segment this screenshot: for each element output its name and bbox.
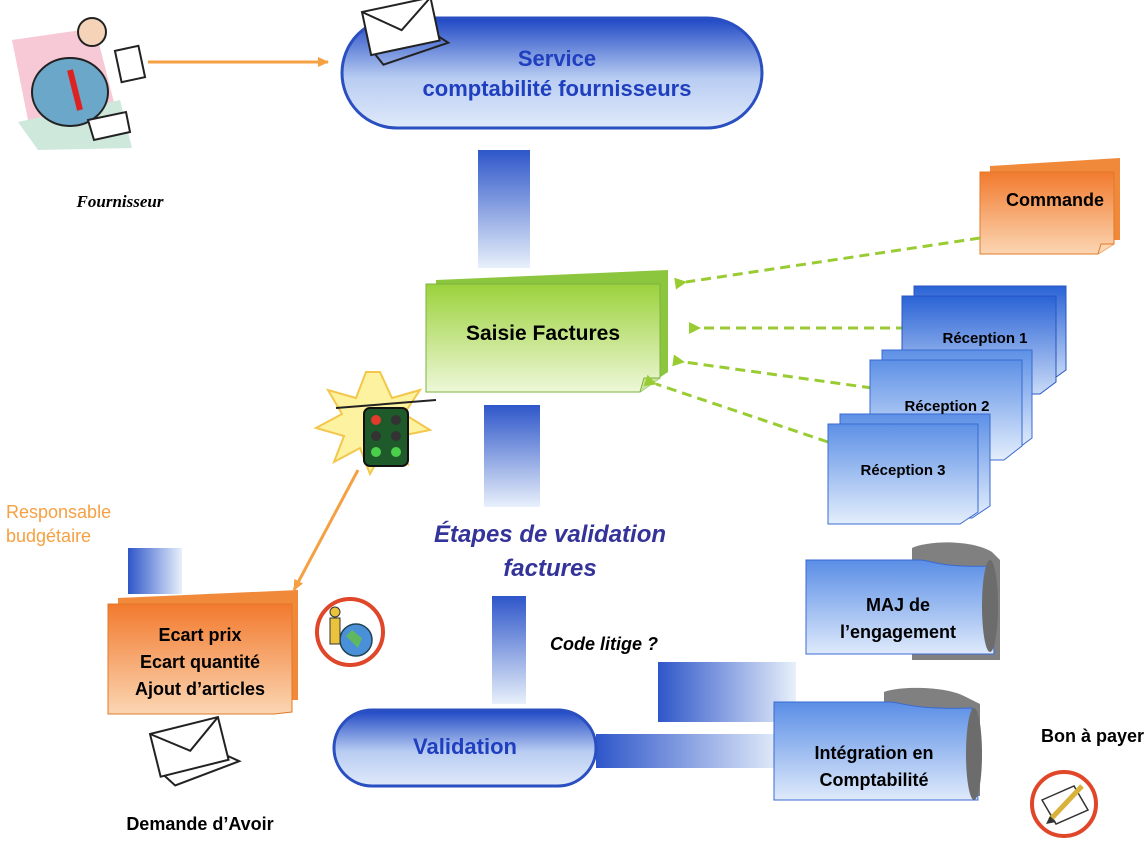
reception-3-label: Réception 3 xyxy=(860,462,946,479)
connector-code-litige xyxy=(658,662,796,722)
reception-3-document xyxy=(827,413,991,525)
maj-label: MAJ de l’engagement xyxy=(806,592,990,646)
person-globe-icon xyxy=(315,597,385,667)
service-pill xyxy=(340,16,764,130)
ecart-line2: Ecart quantité xyxy=(139,652,261,672)
maj-scroll xyxy=(805,542,1000,660)
integration-scroll xyxy=(773,687,982,801)
supplier-reading-icon xyxy=(12,17,147,150)
service-title: Service comptabilité fournisseurs xyxy=(362,44,752,104)
validation-steps-title: Étapes de validation factures xyxy=(380,518,720,586)
maj-line2: l’engagement xyxy=(839,622,957,642)
integration-label: Intégration en Comptabilité xyxy=(774,740,974,794)
connector-validation-to-integration xyxy=(596,734,784,768)
reception-1-label: Réception 1 xyxy=(942,330,1028,347)
reference-arrows xyxy=(643,236,981,444)
validation-pill xyxy=(332,708,598,788)
saisie-label: Saisie Factures xyxy=(465,322,621,345)
connector-steps-to-validation xyxy=(492,596,526,704)
integration-line2: Comptabilité xyxy=(819,770,929,790)
pen-paper-icon xyxy=(1030,770,1098,838)
commande-document xyxy=(979,158,1120,255)
code-litige-label: Code litige ? xyxy=(550,634,658,654)
maj-line1: MAJ de xyxy=(865,595,930,615)
ecart-label: Ecart prix Ecart quantité Ajout d’articl… xyxy=(108,622,292,703)
steps-line2: factures xyxy=(503,555,597,582)
responsable-line1: Responsable xyxy=(6,502,112,522)
steps-line1: Étapes de validation xyxy=(433,521,667,548)
responsable-label: Responsable budgétaire xyxy=(6,500,111,548)
connector-responsable xyxy=(128,548,182,594)
envelope-icon xyxy=(360,0,451,66)
responsable-line2: budgétaire xyxy=(6,526,92,546)
validation-label: Validation xyxy=(413,734,517,759)
ecart-document xyxy=(107,590,298,715)
commande-label: Commande xyxy=(1005,190,1104,210)
arrow-to-ecart xyxy=(292,469,360,591)
integration-line1: Intégration en xyxy=(814,743,934,763)
connector-service-to-saisie xyxy=(478,150,530,268)
avoir-envelope-icon xyxy=(148,715,242,787)
supplier-label: Fournisseur xyxy=(76,192,164,211)
service-line2: comptabilité fournisseurs xyxy=(422,76,692,101)
bon-a-payer-label: Bon à payer xyxy=(1040,726,1144,746)
demande-label: Demande d’Avoir xyxy=(126,814,274,834)
traffic-light-icon xyxy=(313,371,437,477)
service-line1: Service xyxy=(517,46,597,71)
ecart-line3: Ajout d’articles xyxy=(134,679,266,699)
connector-saisie-to-steps xyxy=(484,405,540,507)
reception-2-label: Réception 2 xyxy=(904,398,990,415)
ecart-line1: Ecart prix xyxy=(158,625,242,645)
